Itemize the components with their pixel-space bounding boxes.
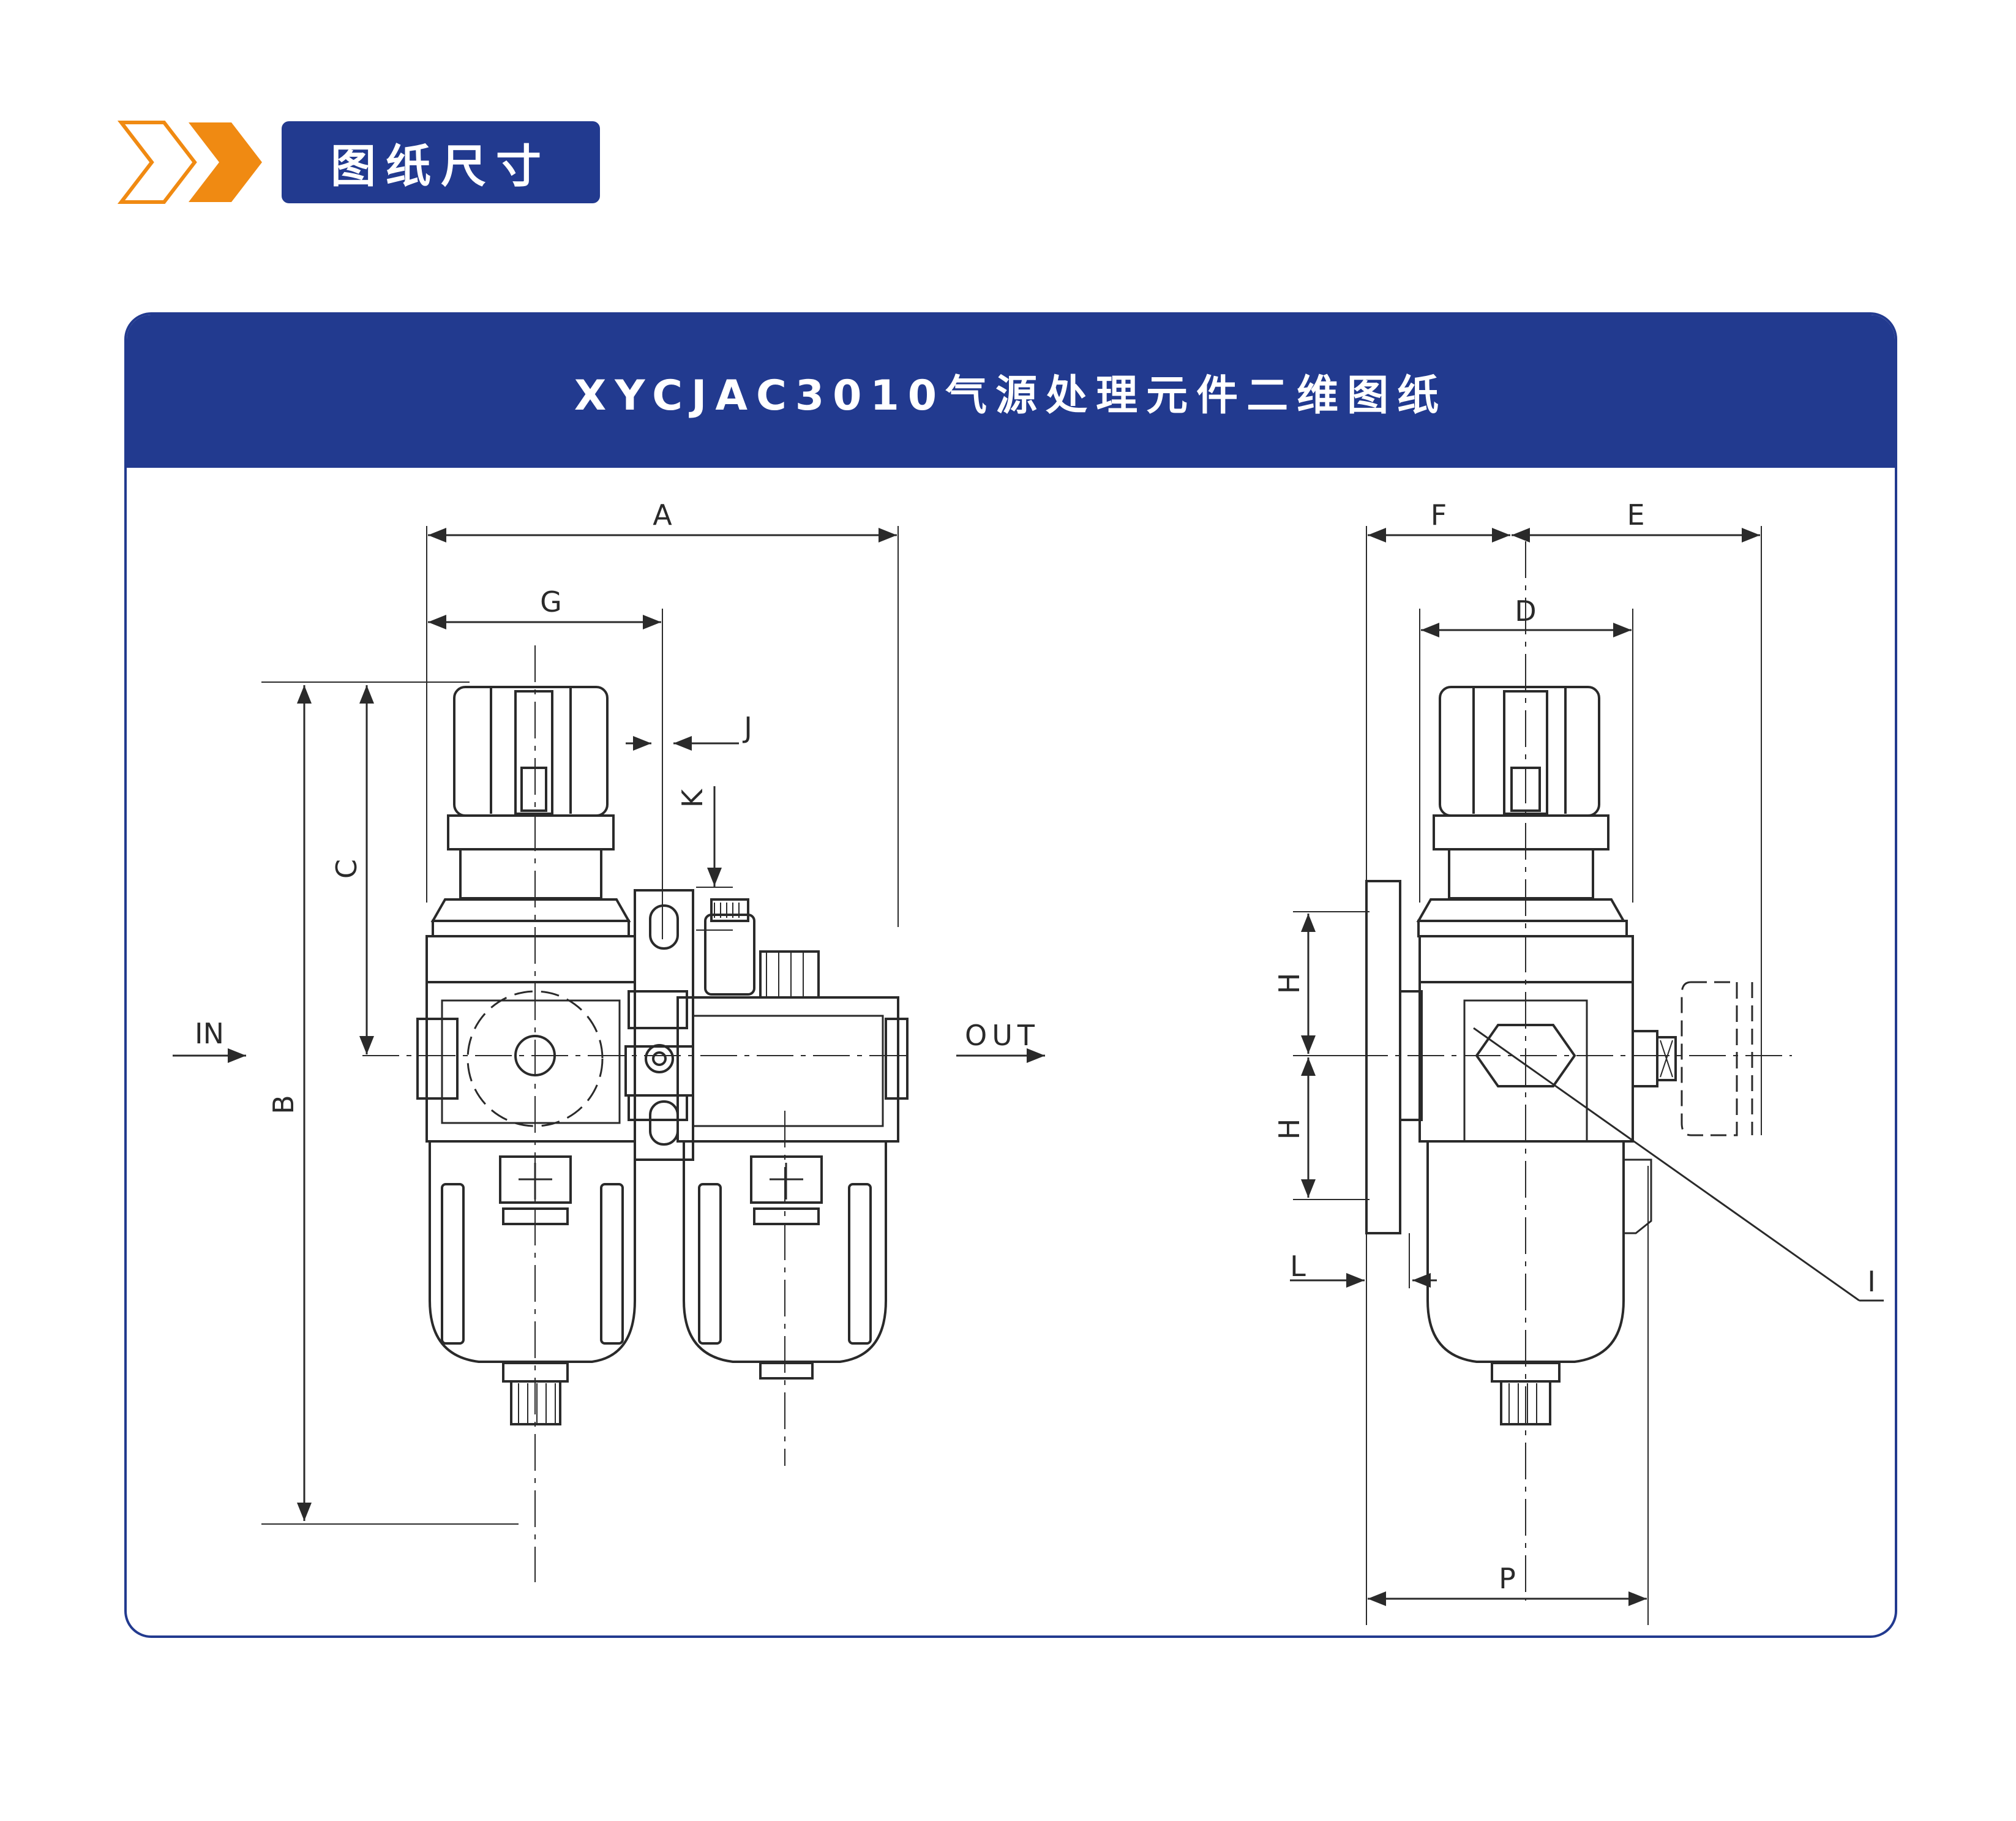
lock-nut (430, 898, 631, 922)
chevron-outline (117, 121, 197, 204)
panel-header: XYCJAC3010气源处理元件二维图纸 (127, 315, 1895, 468)
side-mounting-plate (1365, 880, 1401, 1234)
filter-bowl (429, 1140, 636, 1363)
dim-j-label: J (742, 711, 752, 744)
lubricator-body (676, 996, 899, 1143)
oil-sight-dome (704, 914, 755, 996)
section-header: 图纸尺寸 (116, 116, 606, 208)
inlet-port (416, 1018, 459, 1100)
side-regulator-knob (1439, 686, 1600, 817)
dim-e-label: E (1627, 498, 1644, 531)
dim-a-label: A (653, 498, 672, 531)
regulator-knob (453, 686, 609, 817)
dim-h-top-label: H (1273, 973, 1306, 994)
section-title-badge: 图纸尺寸 (282, 121, 600, 203)
technical-drawing: A G J K C B IN OUT F E D H H L I P (173, 498, 1884, 1625)
chevron-filled (189, 122, 262, 202)
gauge-port (514, 1035, 556, 1076)
lubricator-bowl (683, 1140, 887, 1363)
outlet-label: OUT (965, 1019, 1040, 1052)
dim-c-label: C (330, 859, 363, 879)
panel-title: XYCJAC3010气源处理元件二维图纸 (574, 371, 1448, 420)
gauge-outline (1681, 981, 1738, 1136)
dim-d-label: D (1515, 595, 1536, 628)
front-view (173, 526, 1045, 1582)
dim-h-bottom-label: H (1273, 1119, 1306, 1140)
section-title: 图纸尺寸 (331, 140, 551, 193)
hex-port (1475, 1024, 1576, 1087)
oil-adjust-screw (759, 950, 820, 999)
dim-p-label: P (1499, 1562, 1516, 1595)
dim-k-label: K (676, 788, 709, 808)
dim-l-label: L (1290, 1250, 1306, 1283)
dim-i-label: I (1867, 1265, 1876, 1298)
side-bowl (1426, 1140, 1625, 1363)
double-chevron-right-icon (117, 121, 262, 204)
inlet-label: IN (195, 1017, 224, 1050)
dim-b-label: B (267, 1095, 300, 1114)
dim-g-label: G (540, 585, 562, 618)
drawing-panel: XYCJAC3010气源处理元件二维图纸 (124, 312, 1897, 1638)
knob-collar (447, 814, 615, 850)
dim-f-label: F (1431, 498, 1447, 531)
regulator-bonnet (425, 935, 636, 983)
side-view (1290, 526, 1884, 1625)
